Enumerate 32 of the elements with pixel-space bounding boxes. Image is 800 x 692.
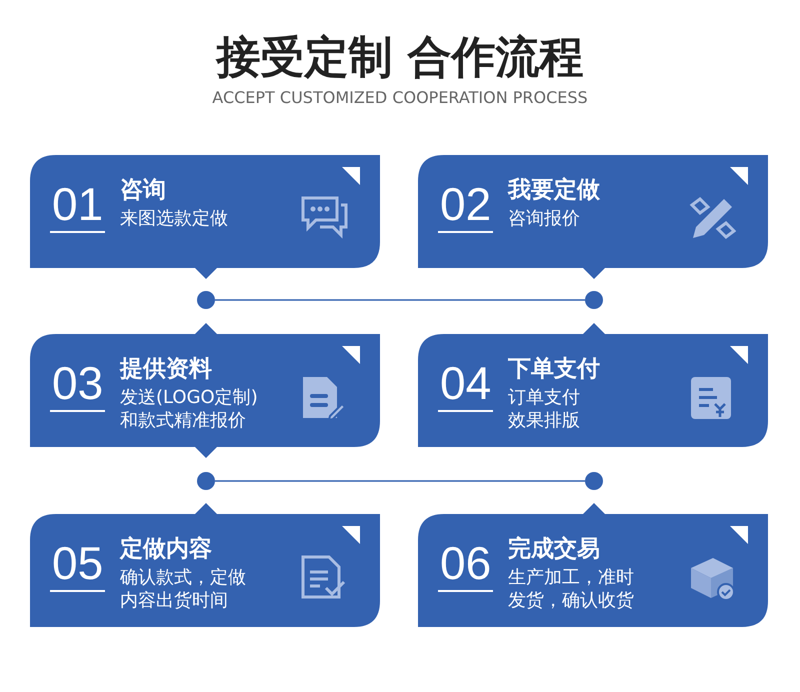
step-description: 订单支付效果排版 [508, 386, 581, 432]
timeline-dot [197, 472, 215, 490]
step-number: 04 [438, 358, 494, 412]
step-title: 提供资料 [120, 355, 212, 384]
step-number: 01 [50, 179, 106, 233]
step-title: 完成交易 [508, 535, 600, 564]
step-number: 02 [438, 179, 494, 233]
step-number: 06 [438, 538, 494, 592]
step-description: 发送(LOGO定制)和款式精准报价 [120, 386, 259, 432]
page-title: 接受定制 合作流程 [216, 32, 584, 83]
timeline-dot [585, 291, 603, 309]
process-card [30, 323, 380, 458]
step-title: 我要定做 [508, 176, 600, 205]
timeline-dot [585, 472, 603, 490]
step-description: 来图选款定做 [120, 207, 229, 230]
step-description: 确认款式，定做内容出货时间 [120, 566, 247, 612]
timeline-dot [197, 291, 215, 309]
process-card [418, 323, 768, 447]
step-number: 05 [50, 538, 106, 592]
process-card [30, 155, 380, 279]
process-card [418, 155, 768, 279]
process-card [30, 503, 380, 627]
step-title: 定做内容 [120, 535, 212, 564]
process-card [418, 503, 768, 627]
step-title: 咨询 [120, 176, 166, 205]
step-title: 下单支付 [508, 355, 600, 384]
step-description: 生产加工，准时发货，确认收货 [508, 566, 635, 612]
subtitle: ACCEPT CUSTOMIZED COOPERATION PROCESS [211, 88, 589, 107]
connector-line [215, 480, 585, 482]
step-number: 03 [50, 358, 106, 412]
connector-line [215, 299, 585, 301]
step-description: 咨询报价 [508, 207, 581, 230]
